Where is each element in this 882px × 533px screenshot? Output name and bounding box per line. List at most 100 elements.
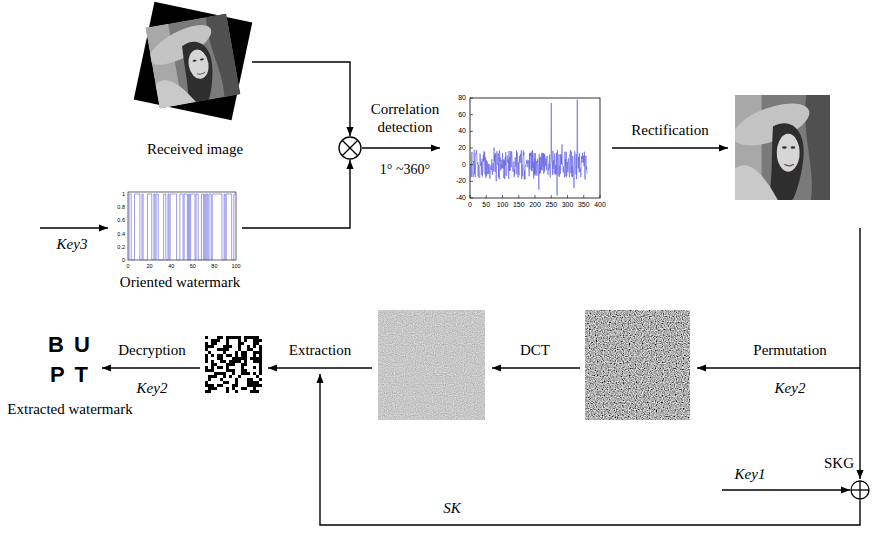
rect-shape <box>244 357 247 360</box>
rect-shape <box>229 363 232 366</box>
rect-shape <box>220 348 223 351</box>
tick-label: 0 <box>462 160 466 168</box>
rect-shape <box>253 357 256 360</box>
tick-label: -40 <box>456 194 466 202</box>
rect-shape <box>232 360 235 363</box>
rect-shape <box>238 357 241 360</box>
rect-shape <box>238 345 241 348</box>
tick-label: 350 <box>578 201 590 209</box>
line-shape <box>535 195 536 198</box>
line-shape <box>583 195 584 198</box>
rect-shape <box>259 360 262 363</box>
rect-shape <box>214 339 217 342</box>
rect-shape <box>244 351 247 354</box>
rect-shape <box>235 384 238 387</box>
rect-shape <box>241 363 244 366</box>
rect-shape <box>235 354 238 357</box>
rect-shape <box>241 351 244 354</box>
rect-shape <box>205 342 208 345</box>
use-shape <box>140 13 241 109</box>
rect-shape <box>229 375 232 378</box>
flow-arrow <box>252 62 350 136</box>
xor-node: SKG <box>820 452 872 502</box>
tick-label: 60 <box>190 263 196 270</box>
rect-shape <box>220 384 223 387</box>
rect-shape <box>229 336 232 339</box>
rect-shape <box>208 375 211 378</box>
rect-shape <box>205 390 208 393</box>
rect-shape <box>217 336 220 339</box>
dct-image <box>378 310 485 420</box>
received-image <box>134 2 253 121</box>
rect-shape <box>259 366 262 369</box>
rect-shape <box>259 351 262 354</box>
flow-arrow <box>362 147 440 148</box>
rect-shape <box>247 372 250 375</box>
arrow-label: DCT <box>520 341 550 359</box>
key-label: SK <box>443 499 461 517</box>
rect-shape <box>259 378 262 381</box>
rect-shape <box>247 348 250 351</box>
image-caption: Extracted watermark <box>2 400 138 418</box>
key-arrow <box>722 489 850 490</box>
correlation-plot <box>470 98 600 198</box>
rect-shape <box>244 336 247 339</box>
tick-label: 250 <box>545 201 557 209</box>
rect-shape <box>205 336 262 393</box>
rect-shape <box>223 351 226 354</box>
rect-shape <box>208 387 211 390</box>
rect-shape <box>226 387 229 390</box>
rect-shape <box>259 384 262 387</box>
line-shape <box>518 195 519 198</box>
rect-shape <box>232 384 235 387</box>
rect-shape <box>220 360 223 363</box>
tick-label: 150 <box>513 201 525 209</box>
rect-shape <box>226 336 229 339</box>
rect-shape <box>226 339 229 342</box>
rect-shape <box>250 357 253 360</box>
permuted-image <box>585 310 690 420</box>
rect-shape <box>211 375 214 378</box>
rect-shape <box>211 363 214 366</box>
rect-shape <box>259 354 262 357</box>
rect-shape <box>247 345 250 348</box>
rect-shape <box>253 345 256 348</box>
tick-label: 40 <box>458 127 466 135</box>
tick-label: 0 <box>468 201 472 209</box>
key-label: Key2 <box>137 379 168 397</box>
tick-label: 20 <box>147 263 153 270</box>
rect-shape <box>253 381 256 384</box>
rect-shape <box>226 369 229 372</box>
tick-label: 200 <box>529 201 541 209</box>
rect-shape <box>238 336 241 339</box>
rect-shape <box>214 372 217 375</box>
line-shape <box>470 98 473 99</box>
rect-shape <box>253 366 256 369</box>
image-panel: Received image <box>115 2 277 162</box>
rect-shape <box>223 375 226 378</box>
rect-shape <box>229 345 232 348</box>
rect-shape <box>241 357 244 360</box>
rect-shape <box>223 348 226 351</box>
rect-shape <box>223 381 226 384</box>
rect-shape <box>211 360 214 363</box>
rect-shape <box>208 351 211 354</box>
rect-shape <box>220 354 223 357</box>
rect-shape <box>205 384 208 387</box>
rect-shape <box>211 345 214 348</box>
rect-shape <box>232 387 235 390</box>
rect-shape <box>235 378 238 381</box>
line-shape <box>600 195 601 198</box>
flow-arrow <box>859 228 860 479</box>
rect-shape <box>205 345 208 348</box>
rect-shape <box>226 345 229 348</box>
rect-shape <box>226 354 229 357</box>
rect-shape <box>232 369 235 372</box>
rect-shape <box>226 342 229 345</box>
rect-shape <box>211 339 214 342</box>
rect-shape <box>241 342 244 345</box>
rect-shape <box>247 378 250 381</box>
rect-shape <box>247 336 250 339</box>
rect-shape <box>241 369 244 372</box>
